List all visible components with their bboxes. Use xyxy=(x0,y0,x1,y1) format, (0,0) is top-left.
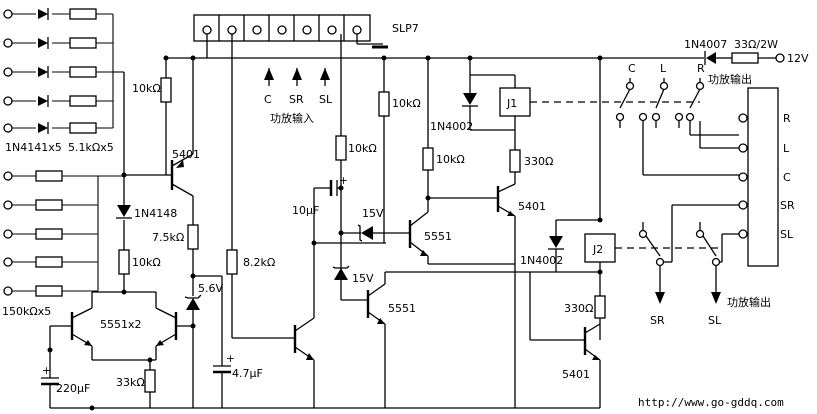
c220-label: 220μF xyxy=(56,382,90,395)
r330-a-label: 330Ω xyxy=(524,155,553,168)
r10k-c-label: 10kΩ xyxy=(348,142,377,155)
term-sr-label: SR xyxy=(780,199,795,212)
r33k-label: 33kΩ xyxy=(116,376,145,389)
source-url: http://www.go-gddq.com xyxy=(638,396,784,409)
term-c-label: C xyxy=(783,171,791,184)
transistor-5401-bottom: 5401 xyxy=(529,272,601,408)
resistor-7-5k: 7.5kΩ xyxy=(152,224,199,296)
out-sr-label: SR xyxy=(650,314,665,327)
resistor-10k-left: 10kΩ xyxy=(132,77,172,128)
capacitor-4-7uf: + 4.7μF xyxy=(213,353,263,408)
v12-label: 12V xyxy=(787,52,809,65)
out-sl-label: SL xyxy=(708,314,722,327)
zener-15b-label: 15V xyxy=(352,272,374,285)
connector-slp7: SLP7 xyxy=(193,14,419,49)
amp-out-top-label: 功放输出 xyxy=(708,72,752,86)
input-diode-resistor-array: 1N4141x5 5.1kΩx5 150kΩx5 xyxy=(2,8,124,318)
d1n4002-a-label: 1N4002 xyxy=(430,120,473,133)
resistor-330-b: 330Ω xyxy=(564,295,606,340)
zener-56-label: 5.6V xyxy=(198,282,223,295)
power-input: 1N4007 33Ω/2W 12V xyxy=(684,38,809,65)
relay-j2: J2 xyxy=(548,58,616,296)
zener-15v-a: 15V xyxy=(341,207,410,242)
r82k-label: 8.2kΩ xyxy=(243,256,275,269)
svg-text:+: + xyxy=(42,365,51,377)
out-r-label: R xyxy=(697,62,705,75)
speaker-terminal-block: R L C SR SL xyxy=(700,87,795,267)
svg-text:+: + xyxy=(339,175,348,187)
resistor-10k-c: 10kΩ xyxy=(335,34,377,300)
transistor-5401-left: 5401 xyxy=(124,58,200,225)
input-terminal xyxy=(3,171,13,296)
resistor-symbol xyxy=(35,170,63,297)
c10u-label: 10μF xyxy=(292,204,319,217)
power-rail xyxy=(165,34,704,78)
diode-array-label: 1N4141x5 xyxy=(5,141,62,154)
amp-input-title: 功放输入 xyxy=(270,111,314,125)
resistor-10k-b: 10kΩ xyxy=(118,249,161,275)
q5401-bottom-label: 5401 xyxy=(562,368,590,381)
j1-label: J1 xyxy=(506,97,517,110)
resistor-10k-d: 10kΩ xyxy=(378,58,421,243)
term-sl-label: SL xyxy=(780,228,794,241)
resistor-330-a: 330Ω xyxy=(509,149,553,184)
relay-j1-contacts xyxy=(530,78,739,176)
q5401-left-label: 5401 xyxy=(172,148,200,161)
amp-input-c-label: C xyxy=(264,93,272,106)
resistor-33k: 33kΩ xyxy=(116,360,156,408)
transistor-5551-bottom: 5551 xyxy=(366,272,416,408)
r10k-d-label: 10kΩ xyxy=(392,97,421,110)
input-terminal xyxy=(3,9,13,133)
svg-text:+: + xyxy=(226,353,235,365)
resistor-array-top-label: 5.1kΩx5 xyxy=(68,141,114,154)
diode-symbol xyxy=(38,8,49,134)
term-r-label: R xyxy=(783,112,791,125)
term-l-label: L xyxy=(783,142,790,155)
amp-input-sl-label: SL xyxy=(319,93,333,106)
r33-2w-label: 33Ω/2W xyxy=(734,38,778,51)
resistor-array-bottom-label: 150kΩx5 xyxy=(2,305,51,318)
relay-j2-contacts: SR SL 功放输出 xyxy=(615,204,771,327)
out-l-label: L xyxy=(660,62,667,75)
transistor-5551-middle: 5551 xyxy=(408,170,515,265)
q5551-middle-label: 5551 xyxy=(424,230,452,243)
q5401-middle-label: 5401 xyxy=(518,200,546,213)
amp-input-arrows: C SR SL 功放输入 xyxy=(264,68,333,125)
resistor-10k-e: 10kΩ xyxy=(422,58,465,171)
c47-label: 4.7μF xyxy=(232,367,263,380)
capacitor-220uf: + 220μF xyxy=(41,326,90,408)
transistor-npn-middle xyxy=(293,243,315,408)
zener-15v-b: 15V xyxy=(332,265,374,285)
d1n4148-label: 1N4148 xyxy=(134,207,177,220)
r10k-left-label: 10kΩ xyxy=(132,82,161,95)
r10k-b-label: 10kΩ xyxy=(132,256,161,269)
out-c-label: C xyxy=(628,62,636,75)
transistor-pair-5551x2: 5551x2 xyxy=(50,291,193,361)
j2-label: J2 xyxy=(592,243,603,256)
connector-label: SLP7 xyxy=(392,22,419,35)
diode-1n4148: 1N4148 xyxy=(116,205,177,220)
d1n4002-b-label: 1N4002 xyxy=(520,254,563,267)
zener-15a-label: 15V xyxy=(362,207,384,220)
r10k-e-label: 10kΩ xyxy=(436,153,465,166)
capacitor-10uf: + 10μF xyxy=(292,175,348,217)
transistor-5401-middle: 5401 xyxy=(496,183,546,408)
resistor-8-2k: 8.2kΩ xyxy=(226,34,295,339)
amp-input-sr-label: SR xyxy=(289,93,304,106)
q5551-bottom-label: 5551 xyxy=(388,302,416,315)
d1n4007-label: 1N4007 xyxy=(684,38,727,51)
zener-5-6v: 5.6V xyxy=(184,282,223,408)
resistor-symbol xyxy=(69,8,97,134)
amp-out-bottom-label: 功放输出 xyxy=(727,295,771,309)
r330-b-label: 330Ω xyxy=(564,302,593,315)
q5551x2-label: 5551x2 xyxy=(100,318,142,331)
r75k-label: 7.5kΩ xyxy=(152,231,184,244)
relay-j1: J1 1N4002 xyxy=(430,58,531,150)
